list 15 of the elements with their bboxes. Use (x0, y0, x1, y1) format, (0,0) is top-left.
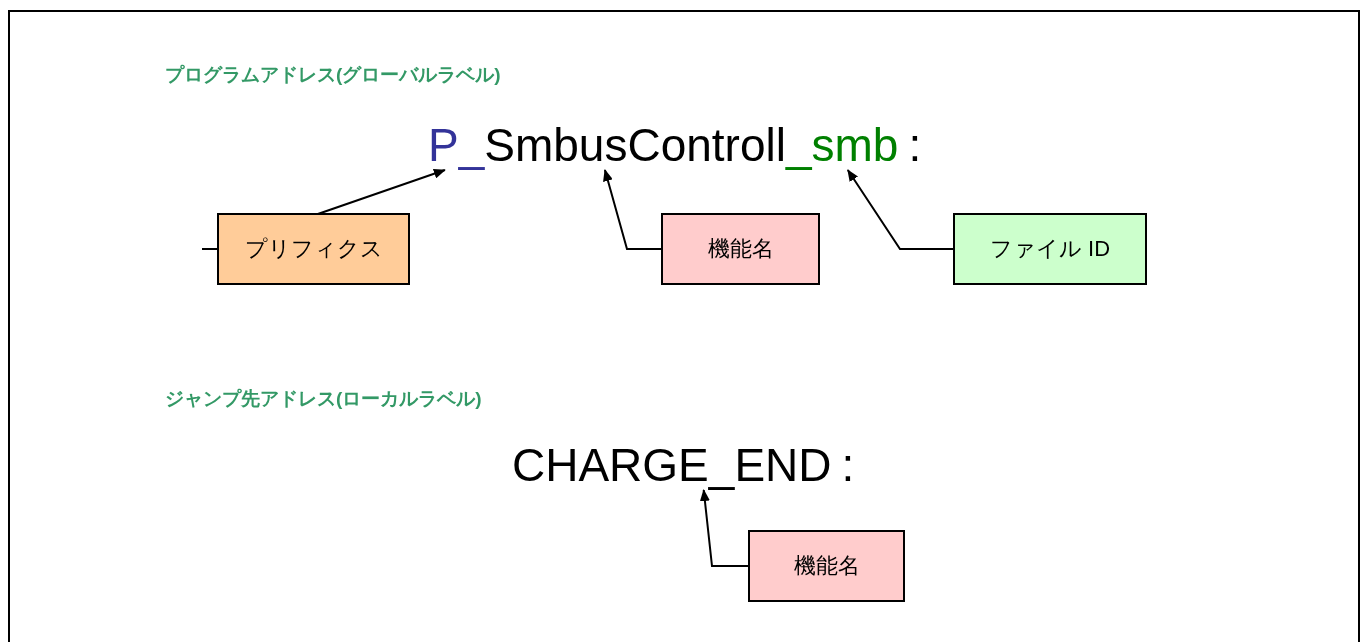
section-heading: プログラムアドレス(グローバルラベル) (165, 63, 501, 87)
term-box: 機能名 (661, 213, 820, 285)
label-text: SmbusControll (484, 122, 786, 168)
leader-arrow (603, 169, 662, 250)
colon-text: : (841, 442, 855, 488)
term-box: プリフィクス (217, 213, 410, 285)
leader-arrow (846, 169, 954, 250)
colon-text: : (908, 122, 922, 168)
leader-arrow (699, 489, 749, 567)
term-box: ファイル ID (953, 213, 1147, 285)
section-heading: ジャンプ先アドレス(ローカルラベル) (165, 387, 482, 411)
label-text: CHARGE_END (512, 442, 832, 488)
term-box: 機能名 (748, 530, 905, 602)
label-text: P_ (428, 122, 485, 168)
label-text: _smb (785, 122, 899, 168)
